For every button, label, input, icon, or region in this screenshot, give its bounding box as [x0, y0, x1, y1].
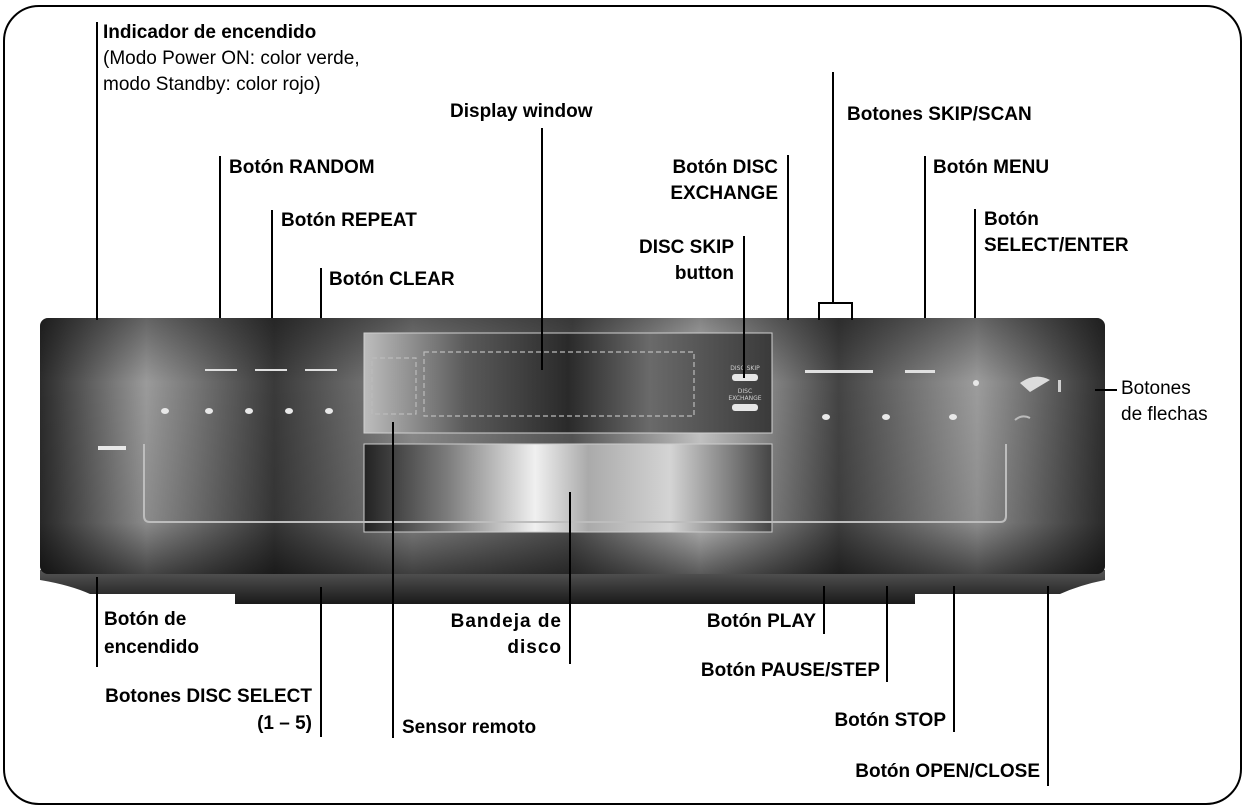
leader-skip-scan-left — [818, 302, 820, 320]
leader-disc-select — [320, 587, 322, 737]
leader-disc-tray — [569, 492, 571, 664]
label-pause-step: Botón PAUSE/STEP — [700, 660, 880, 681]
leader-repeat — [271, 210, 273, 318]
leader-clear — [320, 268, 322, 318]
label-select-enter-1: Botón — [984, 209, 1039, 230]
leader-play — [823, 586, 825, 634]
leader-menu — [924, 156, 926, 318]
label-power-button-1: Botón de — [104, 609, 187, 630]
label-disc-tray-1: Bandeja de — [450, 611, 562, 632]
leader-disc-exchange — [787, 155, 789, 320]
leader-power-indicator — [96, 22, 98, 320]
label-clear: Botón CLEAR — [329, 269, 455, 290]
leader-select-enter — [974, 209, 976, 318]
leader-arrows — [1095, 389, 1117, 391]
label-power-button-2: encendido — [104, 637, 200, 658]
label-skip-scan: Botones SKIP/SCAN — [847, 104, 1032, 125]
label-disc-select-2: (1 – 5) — [257, 713, 312, 734]
leader-random — [219, 156, 221, 318]
leader-remote-sensor — [392, 422, 394, 738]
leader-skip-scan-right — [851, 302, 853, 320]
leader-open-close — [1047, 586, 1049, 786]
label-random: Botón RANDOM — [229, 157, 375, 178]
device-marking-disc-exchange-1: DISC — [737, 388, 753, 395]
leader-skip-scan-bracket — [818, 302, 852, 304]
label-disc-skip-1: DISC SKIP — [638, 237, 734, 258]
label-disc-exchange-2: EXCHANGE — [670, 183, 778, 204]
label-arrows-2: de flechas — [1121, 404, 1208, 425]
label-repeat: Botón REPEAT — [281, 210, 417, 231]
label-select-enter-2: SELECT/ENTER — [984, 235, 1129, 256]
label-disc-tray-2: disco — [507, 637, 562, 658]
leader-stop — [953, 586, 955, 732]
leader-pause-step — [886, 586, 888, 682]
label-stop: Botón STOP — [834, 710, 946, 731]
label-disc-select-1: Botones DISC SELECT — [105, 686, 312, 707]
leader-skip-scan-top — [832, 72, 834, 304]
leader-display-window — [541, 128, 543, 370]
label-remote-sensor: Sensor remoto — [402, 717, 537, 738]
label-menu: Botón MENU — [933, 157, 1050, 178]
leader-disc-skip — [743, 236, 745, 378]
label-disc-skip-2: button — [674, 263, 734, 284]
label-arrows-1: Botones — [1121, 378, 1191, 399]
label-open-close: Botón OPEN/CLOSE — [855, 761, 1040, 782]
label-play: Botón PLAY — [706, 611, 816, 632]
device-marking-disc-skip: DISC SKIP — [730, 365, 760, 372]
leader-power-button — [96, 577, 98, 667]
device-marking-disc-exchange-2: EXCHANGE — [728, 395, 762, 402]
label-power-indicator-detail-1: (Modo Power ON: color verde, — [103, 48, 360, 69]
label-disc-exchange-1: Botón DISC — [672, 157, 778, 178]
label-power-indicator-detail-2: modo Standby: color rojo) — [103, 74, 321, 95]
label-power-indicator-title: Indicador de encendido — [103, 22, 317, 43]
diagram-frame — [3, 5, 1242, 805]
label-display-window: Display window — [450, 101, 593, 122]
